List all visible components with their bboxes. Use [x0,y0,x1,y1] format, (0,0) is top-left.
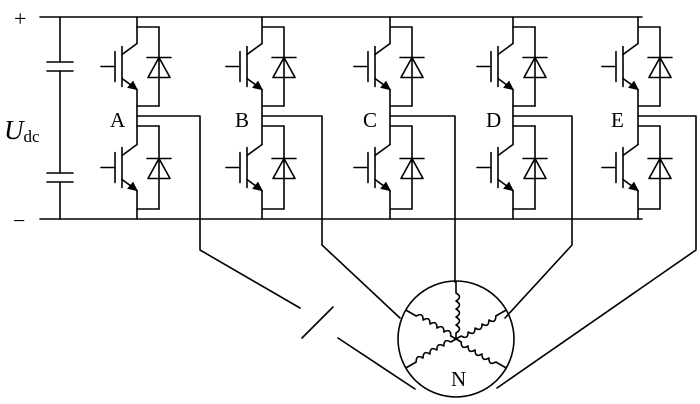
lower-switch-d [476,115,548,220]
negative-terminal-label: − [13,208,25,233]
phase-label-a: A [110,108,126,132]
udc-label: Udc [4,115,40,146]
leg-a: A [100,16,172,220]
neutral-point-label: N [451,367,466,391]
inverter-legs: A B C D E [100,16,673,220]
phase-wiring [136,115,697,390]
leg-b: B [225,16,297,220]
phase-label-b: B [235,108,249,132]
phase-d-wire [504,115,573,319]
lower-switch-a [100,115,172,220]
dc-bus: + − [13,6,643,233]
dc-link-capacitors: Udc [4,16,74,220]
lower-switch-e [601,115,673,220]
leg-d: D [476,16,548,220]
upper-switch-a [100,16,172,117]
leg-e: E [601,16,673,220]
phase-c-wire [389,115,456,283]
winding-5 [455,338,507,369]
winding-2 [405,309,457,340]
phase-e-wire [496,115,697,389]
lower-switch-c [353,115,425,220]
five-phase-motor: N [397,280,515,398]
winding-3 [455,309,507,340]
upper-switch-b [225,16,297,117]
phase-a-wire [136,115,301,309]
phase-label-d: D [486,108,501,132]
motor-windings [405,281,507,369]
phase-label-c: C [363,108,377,132]
upper-switch-d [476,16,548,117]
lower-switch-b [225,115,297,220]
winding-4 [405,338,457,369]
phase-b-wire [261,115,401,319]
upper-switch-e [601,16,673,117]
leg-c: C [353,16,425,220]
winding-1 [455,281,461,340]
upper-switch-c [353,16,425,117]
phase-a-wire-continued [337,337,416,390]
phase-label-e: E [611,108,624,132]
open-phase-fault-mark [301,306,334,339]
motor-circle [397,280,515,398]
positive-terminal-label: + [14,6,26,31]
